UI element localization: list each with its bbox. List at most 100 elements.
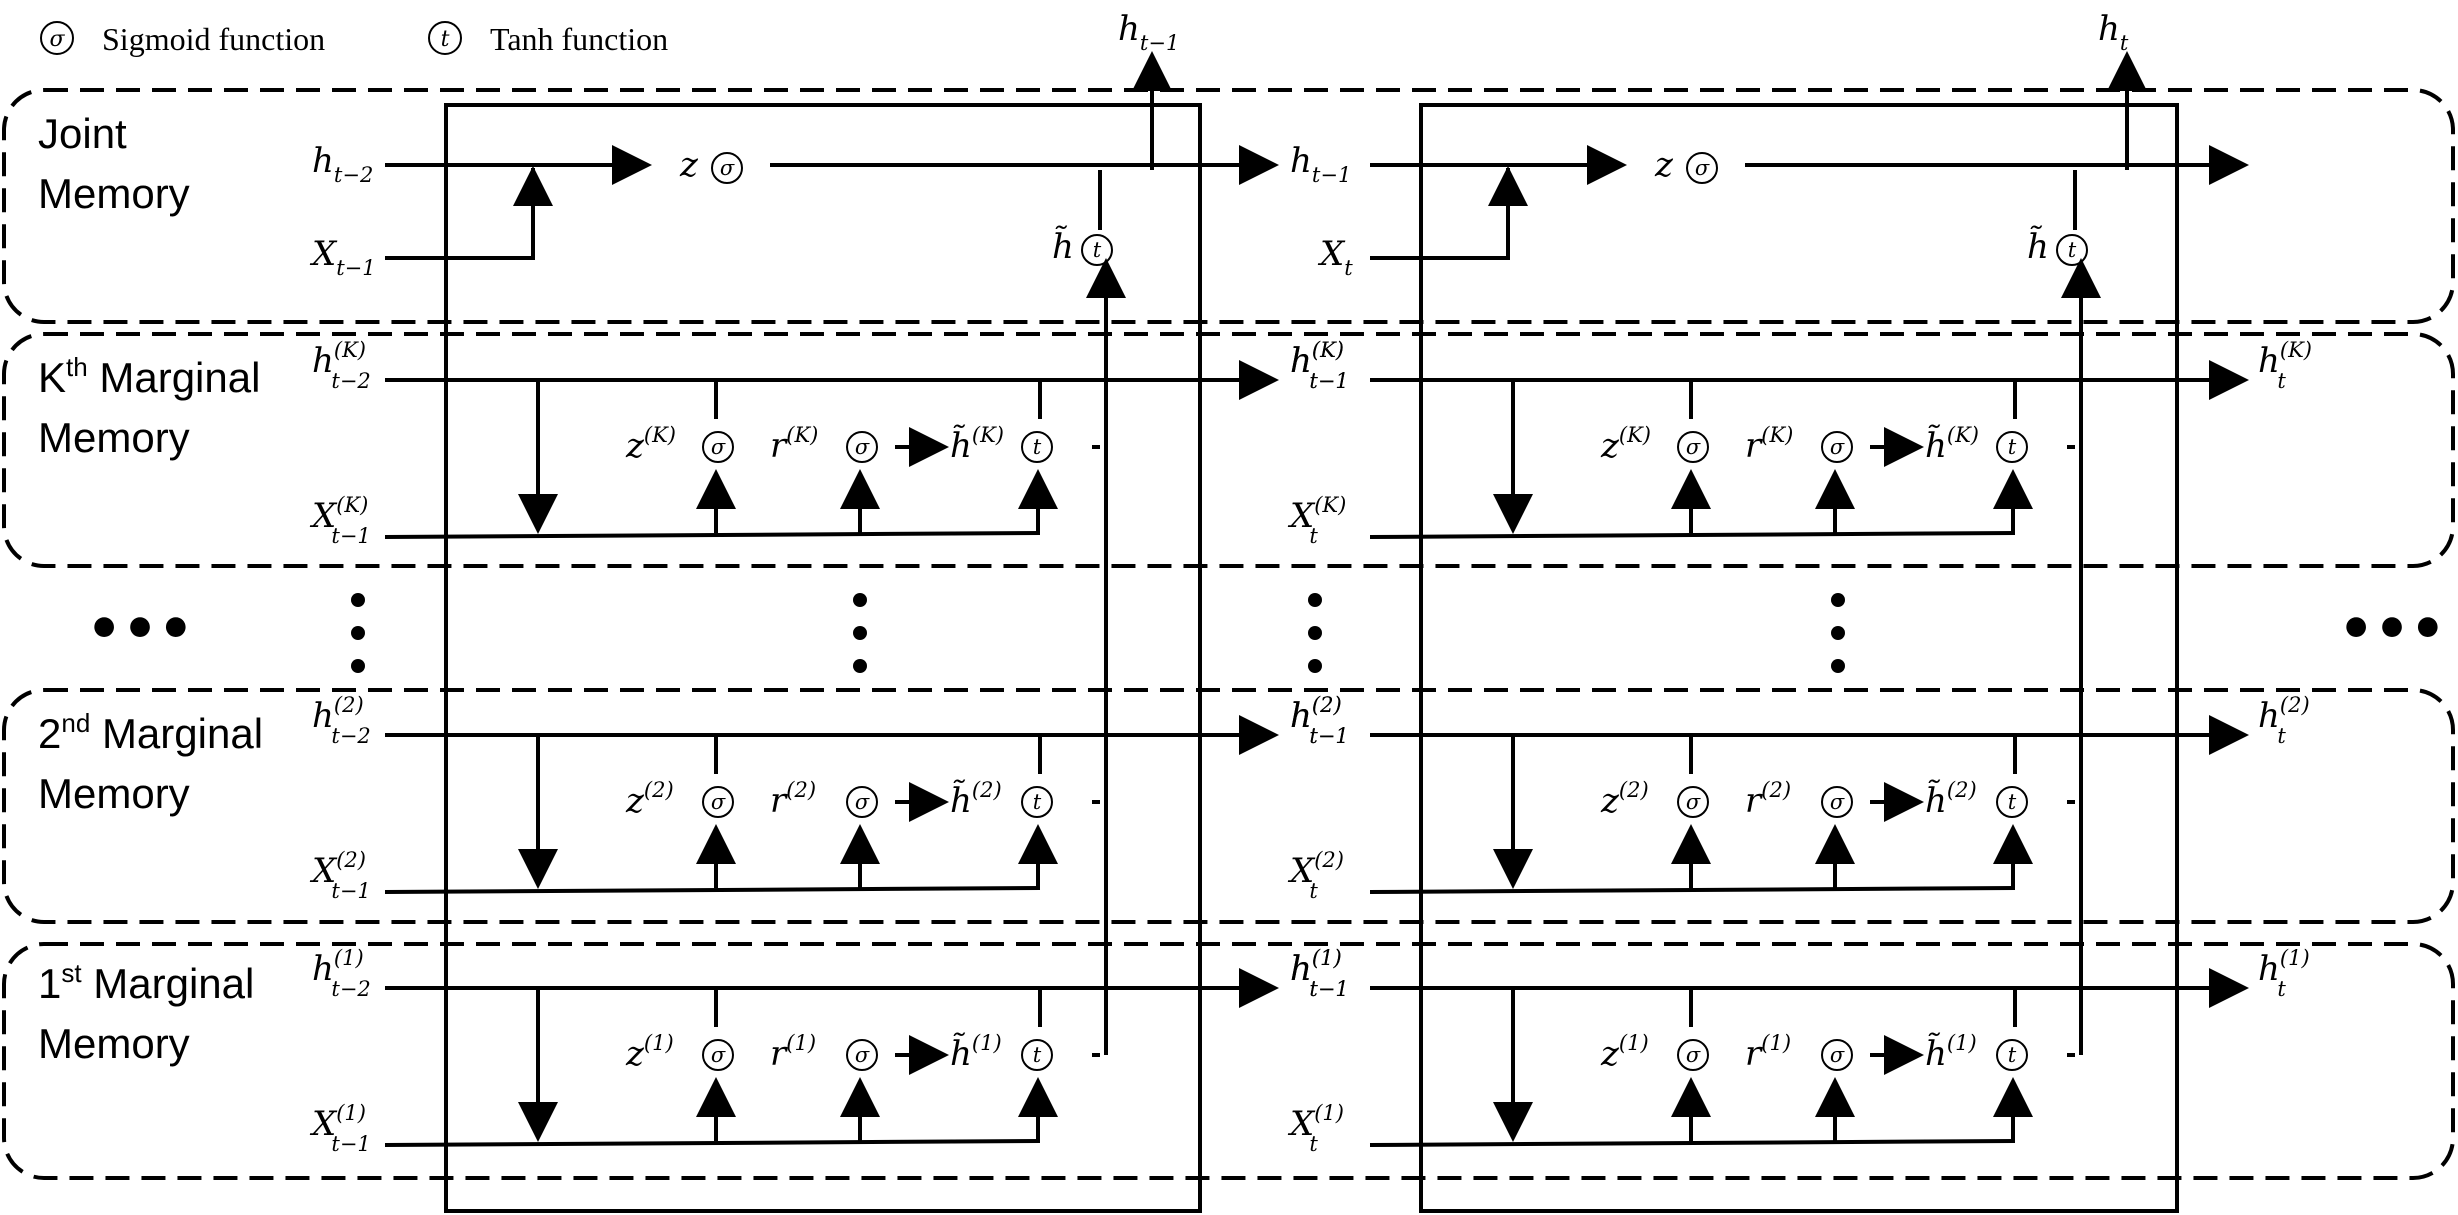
mk-htilde-label-prev: h̃(K) [950, 423, 1004, 466]
mk-r-label-curr: r(K) [1745, 423, 1793, 466]
m2-htilde-label-prev: h̃(2) [950, 778, 1002, 821]
svg-text:t: t [1093, 238, 1102, 262]
m1-htilde-label-curr: h̃(1) [1925, 1031, 1977, 1074]
mk-x-base-curr [1369, 531, 2016, 539]
svg-text:t: t [1033, 790, 1042, 814]
m1-h-out-curr: h(1)t [2258, 946, 2310, 1001]
joint-z-label-curr: z [1654, 145, 1674, 185]
svg-text:σ: σ [1686, 1043, 1701, 1067]
mk-x-in-curr: X(K)t [1287, 493, 1346, 548]
cell-box-t [1419, 103, 2179, 1213]
kth-label-line2: Memory [38, 414, 190, 461]
row-boxes [2, 88, 2455, 1180]
mk-htilde-label-curr: h̃(K) [1925, 423, 1979, 466]
sigmoid-legend-label: Sigmoid function [102, 21, 325, 57]
mk-r-sigma-gate-curr: σ [1821, 431, 1853, 463]
vertical-ellipsis-dot-0-2 [351, 659, 365, 673]
svg-text:σ: σ [1695, 156, 1710, 180]
m2-htilde-tanh-gate-curr: t [1996, 786, 2028, 818]
joint-z-label-prev: z [679, 145, 699, 185]
mk-r-sigma-gate-prev: σ [846, 431, 878, 463]
first-marginal-memory-row [2, 942, 2455, 1180]
cell-boxes [444, 103, 2179, 1213]
m2-x-in-curr: X(2)t [1287, 848, 1344, 903]
m2-z-label-curr: z(2) [1600, 778, 1649, 821]
first-label-line1: 1st Marginal [38, 958, 254, 1007]
m2-z-sigma-gate-prev: σ [702, 786, 734, 818]
m1-z-sigma-gate-prev: σ [702, 1039, 734, 1071]
vertical-ellipsis-dot-3-1 [1831, 626, 1845, 640]
vertical-ellipsis-dot-2-0 [1308, 593, 1322, 607]
joint-x-to-z-prev [385, 168, 535, 260]
vertical-ellipsis-dot-1-2 [853, 659, 867, 673]
m2-h-out-curr: h(2)t [2258, 693, 2310, 748]
joint-x-in-curr: Xt [1317, 234, 1353, 280]
m1-h-in-curr: h(1)t−1 [1290, 946, 1349, 1001]
legend: σ Sigmoid function t Tanh function [40, 21, 668, 57]
m1-r-sigma-gate-prev: σ [846, 1039, 878, 1071]
mk-x-base-prev [384, 531, 1041, 539]
svg-text:σ: σ [1830, 435, 1845, 459]
mk-htilde-tanh-gate-prev: t [1021, 431, 1053, 463]
m1-r-label-prev: r(1) [770, 1031, 816, 1074]
mk-z-sigma-gate-prev: σ [702, 431, 734, 463]
joint-memory-row [2, 88, 2455, 324]
joint-label-line1: Joint [38, 110, 127, 157]
svg-text:σ: σ [855, 790, 870, 814]
svg-text:σ: σ [855, 435, 870, 459]
second-marginal-memory-row [2, 688, 2455, 924]
svg-text:t: t [2068, 238, 2077, 262]
m1-x-base-curr [1369, 1139, 2016, 1147]
m1-z-label-prev: z(1) [625, 1031, 674, 1074]
second-label-line2: Memory [38, 770, 190, 817]
joint-h-in-curr: ht−1 [1290, 141, 1351, 187]
cell-box-t-minus-1 [444, 103, 1202, 1213]
joint-h-in-prev: ht−2 [312, 141, 373, 187]
svg-text:σ: σ [855, 1043, 870, 1067]
m2-h-out-prev: h(2)t−1 [1290, 693, 1349, 748]
joint-htilde-label-prev: h̃ [1052, 226, 1074, 267]
m1-h-out-prev: h(1)t−1 [1290, 946, 1349, 1001]
vertical-ellipsis-dot-0-1 [351, 626, 365, 640]
vertical-ellipsis-dot-1-1 [853, 626, 867, 640]
joint-h-out-curr: ht [2098, 9, 2129, 55]
joint-htilde-label-curr: h̃ [2027, 226, 2049, 267]
m2-r-label-curr: r(2) [1745, 778, 1791, 821]
mk-htilde-tanh-gate-curr: t [1996, 431, 2028, 463]
m2-r-sigma-gate-prev: σ [846, 786, 878, 818]
vertical-ellipsis-dot-3-2 [1831, 659, 1845, 673]
m2-h-in-curr: h(2)t−1 [1290, 693, 1349, 748]
m1-z-label-curr: z(1) [1600, 1031, 1649, 1074]
svg-text:t: t [2008, 790, 2017, 814]
m2-x-in-prev: X(2)t−1 [309, 848, 371, 903]
mk-r-label-prev: r(K) [770, 423, 818, 466]
joint-label-line2: Memory [38, 170, 190, 217]
mk-h-in-prev: h(K)t−2 [312, 338, 371, 393]
svg-text:t: t [1033, 435, 1042, 459]
m1-htilde-tanh-gate-curr: t [1996, 1039, 2028, 1071]
svg-text:σ: σ [711, 435, 726, 459]
vertical-ellipsis-dot-2-2 [1308, 659, 1322, 673]
svg-text:t: t [1033, 1043, 1042, 1067]
svg-text:σ: σ [711, 1043, 726, 1067]
m2-htilde-label-curr: h̃(2) [1925, 778, 1977, 821]
vertical-ellipsis-group [351, 593, 1845, 673]
joint-z-sigma-gate-curr: σ [1686, 152, 1718, 184]
svg-text:σ: σ [720, 156, 735, 180]
vertical-ellipsis-dot-0-0 [351, 593, 365, 607]
m1-htilde-label-prev: h̃(1) [950, 1031, 1002, 1074]
mk-z-label-curr: z(K) [1600, 423, 1651, 466]
m2-r-sigma-gate-curr: σ [1821, 786, 1853, 818]
svg-text:t: t [2008, 1043, 2017, 1067]
left-horizontal-ellipsis: ••• [86, 597, 193, 662]
joint-x-in-prev: Xt−1 [309, 234, 376, 280]
svg-text:σ: σ [711, 790, 726, 814]
mk-z-sigma-gate-curr: σ [1677, 431, 1709, 463]
m2-x-base-prev [384, 886, 1041, 894]
svg-text:σ: σ [1830, 1043, 1845, 1067]
svg-text:σ: σ [1686, 790, 1701, 814]
tanh-legend-label: Tanh function [490, 21, 668, 57]
kth-label-line1: Kth Marginal [38, 352, 260, 401]
m1-x-base-prev [384, 1139, 1041, 1147]
